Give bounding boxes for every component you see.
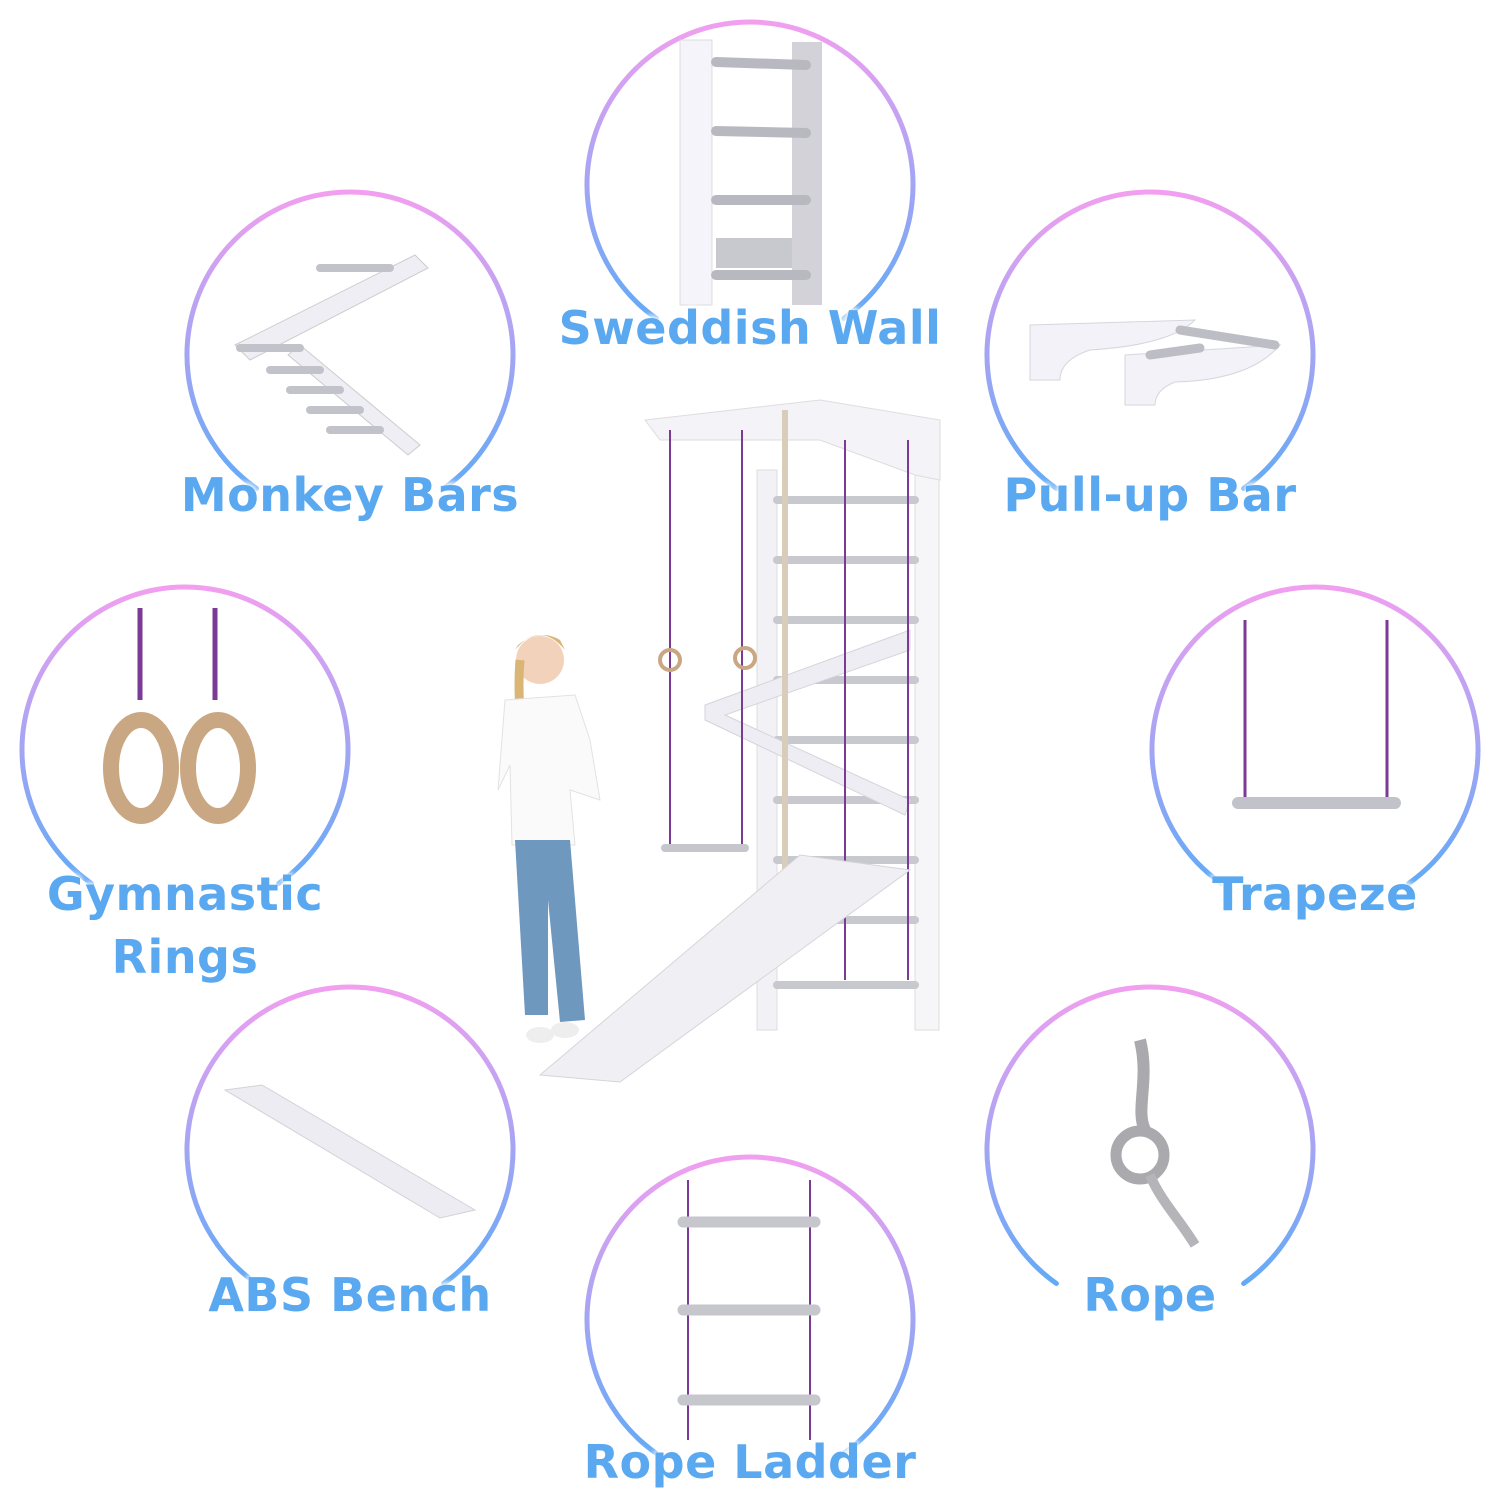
label-gymnastic-rings-line2: Rings xyxy=(111,930,259,984)
trapeze-image xyxy=(1232,620,1401,809)
label-gymnastic-rings: Gymnastic xyxy=(46,867,324,921)
label-pull-up-bar: Pull-up Bar xyxy=(1003,468,1297,522)
label-trapeze: Trapeze xyxy=(1212,867,1418,921)
arc-trapeze xyxy=(1149,584,1481,886)
arc-rope xyxy=(984,984,1316,1286)
abs-bench-image xyxy=(223,1084,477,1219)
arc-abs-bench xyxy=(184,984,516,1286)
label-rope-ladder: Rope Ladder xyxy=(583,1435,917,1489)
feature-arcs xyxy=(19,19,1481,1456)
label-abs-bench: ABS Bench xyxy=(208,1268,492,1322)
arc-rope-ladder xyxy=(584,1154,916,1456)
arc-gymnastic-rings xyxy=(19,584,351,886)
pull-up-bar-image xyxy=(1029,319,1282,406)
arc-pull-up-bar xyxy=(984,189,1316,491)
label-rope: Rope xyxy=(1083,1268,1217,1322)
monkey-bars-image xyxy=(234,254,429,456)
wall-bars-product-image xyxy=(497,399,941,1083)
label-monkey-bars: Monkey Bars xyxy=(180,468,520,522)
rope-ladder-image xyxy=(677,1180,821,1440)
gymnastic-rings-image xyxy=(103,608,256,824)
rope-image xyxy=(1110,1038,1200,1248)
label-swedish-wall: Sweddish Wall xyxy=(558,301,942,355)
arc-monkey-bars xyxy=(184,189,516,491)
swedish-wall-image xyxy=(679,39,822,306)
arc-swedish-wall xyxy=(584,19,916,321)
